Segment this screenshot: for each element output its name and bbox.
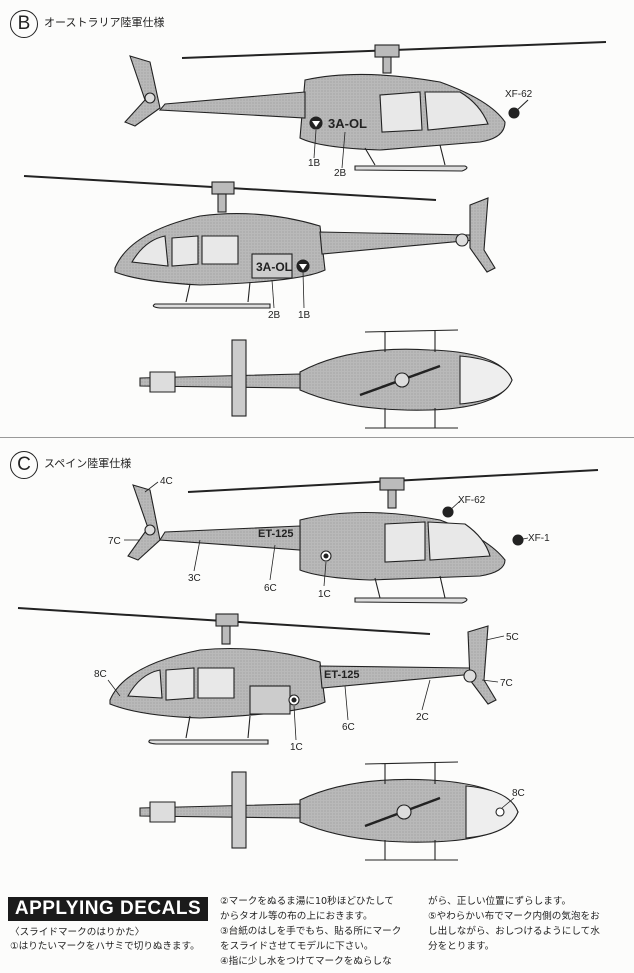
decal-step-2b: からタオル等の布の上におきます。 xyxy=(220,911,373,922)
b-side2-label-1b: 1B xyxy=(298,310,311,321)
c-top-view xyxy=(139,761,519,861)
decal-step-3b: をスライドさせてモデルに下さい。 xyxy=(220,941,374,952)
b-side1-label-xf62: XF-62 xyxy=(505,89,533,100)
c-side2-label-1c: 1C xyxy=(290,742,303,753)
b-side1-label-1b: 1B xyxy=(308,158,321,169)
b-side-view-2 xyxy=(23,175,496,309)
section-divider xyxy=(0,437,634,438)
section-b-title: オーストラリア陸軍仕様 xyxy=(44,16,165,29)
c-side1-label-6c: 6C xyxy=(264,583,277,594)
b-top-view xyxy=(139,329,513,429)
c-side2-label-6c: 6C xyxy=(342,722,355,733)
decal-step-5c: 分をとります。 xyxy=(428,941,495,952)
b-side2-registration: 3A-OL xyxy=(256,260,292,274)
c-top-label-8c: 8C xyxy=(512,788,525,799)
decal-step-5b: し出しながら、おしつけるようにして水 xyxy=(428,926,600,937)
c-side1-label-xf62: XF-62 xyxy=(458,495,486,506)
c-side2-label-7c: 7C xyxy=(500,678,513,689)
section-b-badge: B xyxy=(10,10,38,38)
c-side1-label-1c: 1C xyxy=(318,589,331,600)
c-side2-label-8c: 8C xyxy=(94,669,107,680)
c-side-view-2 xyxy=(17,607,497,745)
b-side-view-1 xyxy=(124,41,607,172)
c-side1-label-4c: 4C xyxy=(160,476,173,487)
applying-decals-heading: APPLYING DECALS xyxy=(8,897,208,921)
section-c-badge: C xyxy=(10,451,38,479)
decal-step-4b: がら、正しい位置にずらします。 xyxy=(428,896,572,907)
c-side2-label-2c: 2C xyxy=(416,712,429,723)
decal-step-5a: ⑤やわらかい布でマーク内側の気泡をお xyxy=(428,911,600,922)
decal-step-2a: ②マークをぬるま湯に10秒ほどひたして xyxy=(220,896,395,907)
c-side1-label-xf1: XF-1 xyxy=(528,533,550,544)
b-side1-registration: 3A-OL xyxy=(328,116,367,131)
c-side-view-1 xyxy=(127,469,599,604)
c-side1-label-7c: 7C xyxy=(108,536,121,547)
b-side2-label-2b: 2B xyxy=(268,310,281,321)
c-side2-registration: ET-125 xyxy=(324,669,359,681)
decal-step-1: ①はりたいマークをハサミで切りぬきます。 xyxy=(10,941,200,952)
b-side1-label-2b: 2B xyxy=(334,168,347,179)
section-c-title: スペイン陸軍仕様 xyxy=(44,457,132,470)
decal-step-4: ④指に少し水をつけてマークをぬらしな xyxy=(220,956,392,967)
c-side1-label-3c: 3C xyxy=(188,573,201,584)
decal-subheading: 〈スライドマークのはりかた〉 xyxy=(10,927,145,938)
c-side2-label-5c: 5C xyxy=(506,632,519,643)
decal-step-3a: ③台紙のはしを手でもち、貼る所にマーク xyxy=(220,926,402,937)
c-side1-registration: ET-125 xyxy=(258,528,293,540)
